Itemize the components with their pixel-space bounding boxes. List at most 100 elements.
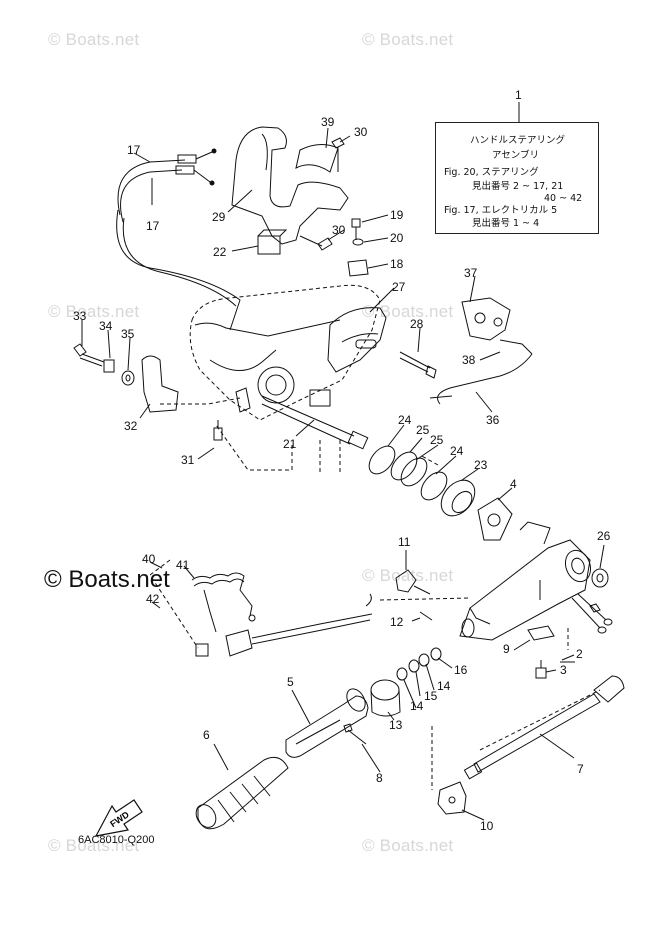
callout-23: 23: [474, 458, 488, 472]
callout-22: 22: [213, 245, 227, 259]
watermark: © Boats.net: [362, 30, 454, 49]
shift-shaft-7: [473, 693, 601, 773]
bolt-19: [351, 218, 361, 228]
callout-21: 21: [283, 437, 297, 451]
ring-25: [400, 457, 428, 487]
callout-24: 24: [398, 413, 412, 427]
callout-36: 36: [486, 413, 500, 427]
steering-bracket: [189, 284, 381, 421]
holder-10: [437, 781, 467, 815]
grip-6: [197, 756, 289, 830]
callout-15: 15: [424, 689, 438, 703]
callout-11: 11: [398, 535, 411, 549]
callout-18: 18: [390, 257, 404, 271]
switch-37: [461, 297, 511, 341]
part-code: 6AC8010-Q200: [78, 834, 155, 846]
note-fig20: Fig. 20, ステアリング: [444, 167, 539, 178]
washer-14: [396, 667, 408, 681]
callout-3: 3: [560, 663, 567, 677]
callout-37: 37: [464, 266, 478, 280]
ring-24: [420, 471, 448, 501]
screw-8: [347, 729, 367, 745]
shaft-21: [261, 395, 355, 437]
ring-24: [368, 445, 396, 475]
callout-17: 17: [146, 219, 160, 233]
link-rod: [499, 339, 533, 355]
cap-13: [370, 679, 400, 701]
callout-30: 30: [354, 125, 368, 139]
callout-1: 1: [515, 88, 522, 102]
washer-20: [352, 238, 364, 246]
bolt-33: [73, 343, 87, 357]
fwd-arrow: [94, 799, 143, 837]
callout-39: 39: [321, 115, 335, 129]
nut-26: [591, 568, 609, 588]
note-fig17-refs: 見出番号 1 ~ 4: [472, 218, 540, 229]
note-fig20-refs-2: 40 ~ 42: [544, 193, 583, 204]
fitting-4: [477, 497, 513, 541]
plate-9: [527, 625, 555, 641]
bolt-28: [399, 351, 431, 369]
callout-41: 41: [176, 558, 190, 572]
callout-25: 25: [430, 433, 444, 447]
callout-31: 31: [181, 453, 195, 467]
note-title-line1: ハンドルステアリング: [470, 135, 566, 146]
bolt-31: [213, 427, 223, 441]
note-fig17: Fig. 17, エレクトリカル 5: [444, 205, 558, 216]
callout-14: 14: [437, 679, 451, 693]
callout-42: 42: [146, 592, 160, 606]
watermark: © Boats.net: [362, 836, 454, 855]
ring-25: [390, 451, 418, 481]
callout-6: 6: [203, 728, 210, 742]
bolt: [331, 137, 345, 149]
callout-40: 40: [142, 552, 156, 566]
throttle-shaft-5: [285, 695, 369, 758]
cable-holder: [257, 235, 281, 255]
callout-13: 13: [389, 718, 403, 732]
lanyard-41: [191, 572, 245, 591]
callout-30: 30: [332, 223, 346, 237]
callout-38: 38: [462, 353, 476, 367]
cable-end: [177, 154, 197, 164]
washer-35: [121, 370, 135, 386]
knob-11: [395, 569, 417, 593]
cable-clamp: [295, 144, 339, 173]
callout-25: 25: [416, 423, 430, 437]
watermark: © Boats.net: [362, 566, 454, 585]
callout-16: 16: [454, 663, 468, 677]
nut-16: [430, 647, 442, 661]
callout-29: 29: [212, 210, 226, 224]
callout-35: 35: [121, 327, 135, 341]
callout-32: 32: [124, 419, 138, 433]
callout-26: 26: [597, 529, 611, 543]
callout-27: 27: [392, 280, 406, 294]
callout-12: 12: [390, 615, 404, 629]
watermark: © Boats.net: [48, 30, 140, 49]
callout-9: 9: [503, 642, 510, 656]
callout-5: 5: [287, 675, 294, 689]
callout-8: 8: [376, 771, 383, 785]
callout-24: 24: [450, 444, 464, 458]
pivot-boss: [257, 366, 295, 404]
callout-4: 4: [510, 477, 517, 491]
callout-2: 2: [576, 647, 583, 661]
callout-17: 17: [127, 143, 141, 157]
callout-33: 33: [73, 309, 87, 323]
callout-10: 10: [480, 819, 494, 833]
bushing-23: [440, 479, 476, 517]
clip-18: [347, 259, 369, 277]
callout-14: 14: [410, 699, 424, 713]
stop-switch-40: [225, 629, 253, 657]
lever-32: [141, 355, 179, 413]
callout-7: 7: [577, 762, 584, 776]
handle-bracket: [231, 126, 349, 245]
clip-42: [195, 643, 209, 657]
callout-19: 19: [390, 208, 404, 222]
callout-34: 34: [99, 319, 113, 333]
note-fig20-refs-1: 見出番号 2 ~ 17, 21: [472, 181, 564, 192]
watermark-large: © Boats.net: [44, 566, 170, 593]
callout-20: 20: [390, 231, 404, 245]
collar-34: [103, 359, 115, 373]
